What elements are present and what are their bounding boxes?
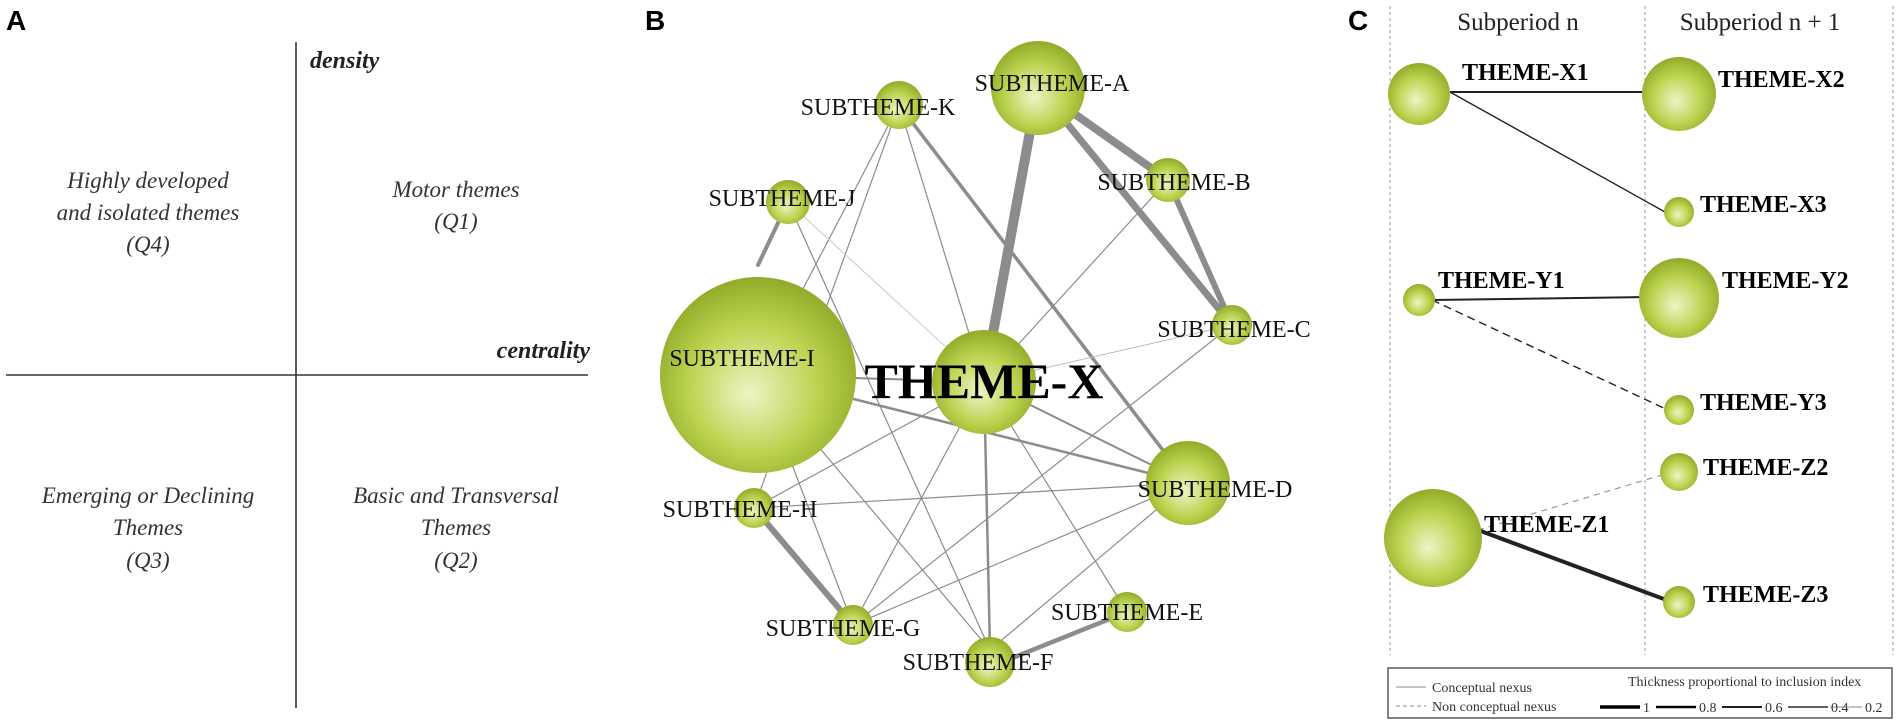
node-subtheme-b: [1146, 158, 1190, 202]
label-subtheme-g: SUBTHEME-G: [766, 616, 921, 642]
centrality-axis-label: centrality: [497, 338, 591, 364]
label-subtheme-k: SUBTHEME-K: [801, 95, 956, 121]
label-subtheme-e: SUBTHEME-E: [1051, 600, 1203, 626]
label-theme-x: THEME-X: [865, 353, 1104, 409]
label-subtheme-d: SUBTHEME-D: [1138, 477, 1293, 503]
node-subtheme-e: [1107, 592, 1147, 632]
legend-thickness-04-label: 0.4: [1831, 701, 1849, 716]
edge-y1-y2: [1431, 296, 1651, 301]
edge-k-d: [897, 103, 1190, 485]
edge-x1-x3: [1449, 91, 1666, 213]
edge-z1-z2: [1477, 471, 1673, 531]
evolution-edges: [1431, 91, 1673, 604]
edge-b-c: [1165, 177, 1235, 328]
quadrant-q2-line-1: Basic and Transversal: [353, 483, 559, 508]
legend-non-conceptual-label: Non conceptual nexus: [1432, 700, 1556, 715]
evolution-nodes: [1384, 57, 1719, 618]
quadrant-q4-line-3: (Q4): [126, 232, 169, 257]
label-subtheme-c: SUBTHEME-C: [1157, 317, 1310, 343]
panel-a: A density centrality Highly developed an…: [6, 5, 590, 708]
legend-thickness-02-label: 0.2: [1865, 701, 1883, 716]
edge-a-c: [1034, 84, 1236, 329]
network-labels: SUBTHEME-A SUBTHEME-K SUBTHEME-B SUBTHEM…: [663, 71, 1311, 676]
node-subtheme-f: [965, 637, 1015, 687]
node-theme-x3: [1664, 197, 1694, 227]
label-theme-y2: THEME-Y2: [1722, 268, 1849, 294]
node-subtheme-d: [1146, 441, 1230, 525]
label-theme-x1: THEME-X1: [1462, 60, 1589, 86]
label-theme-x3: THEME-X3: [1700, 192, 1827, 218]
label-theme-y1: THEME-Y1: [1438, 268, 1565, 294]
legend: Conceptual nexus Non conceptual nexus Th…: [1387, 667, 1893, 719]
quadrant-q4: Highly developed and isolated themes (Q4…: [57, 168, 240, 257]
legend-thickness-title: Thickness proportional to inclusion inde…: [1628, 675, 1861, 690]
node-theme-y2: [1639, 258, 1719, 338]
quadrant-q3-line-1: Emerging or Declining: [41, 483, 255, 508]
node-theme-z1: [1384, 489, 1482, 587]
quadrant-q2-line-3: (Q2): [434, 548, 477, 573]
subperiod-n1-header: Subperiod n + 1: [1680, 9, 1841, 36]
label-theme-z2: THEME-Z2: [1703, 455, 1828, 481]
node-subtheme-h: [734, 488, 774, 528]
panel-b-letter: B: [645, 5, 665, 36]
node-theme-x2: [1642, 57, 1716, 131]
legend-conceptual-label: Conceptual nexus: [1432, 681, 1532, 696]
label-subtheme-b: SUBTHEME-B: [1097, 170, 1250, 196]
subperiod-n-header: Subperiod n: [1457, 9, 1579, 36]
panel-c: C Subperiod n Subperiod n + 1 THEME-X: [1348, 5, 1894, 719]
panel-b: B: [645, 5, 1311, 687]
label-theme-z1: THEME-Z1: [1484, 512, 1609, 538]
quadrant-q2: Basic and Transversal Themes (Q2): [353, 483, 559, 573]
density-axis-label: density: [310, 48, 380, 74]
edge-h-g: [751, 505, 856, 628]
edge-d-f: [989, 482, 1189, 651]
edge-j-f: [787, 201, 991, 651]
quadrant-q3: Emerging or Declining Themes (Q3): [41, 483, 255, 573]
label-subtheme-h: SUBTHEME-H: [663, 497, 818, 523]
quadrant-q3-line-2: Themes: [113, 515, 183, 540]
quadrant-q1: Motor themes (Q1): [391, 177, 519, 234]
label-theme-y3: THEME-Y3: [1700, 390, 1827, 416]
label-theme-z3: THEME-Z3: [1703, 582, 1828, 608]
quadrant-q4-line-2: and isolated themes: [57, 200, 240, 225]
panel-c-letter: C: [1348, 5, 1368, 36]
edge-z1-z3: [1477, 528, 1673, 604]
label-subtheme-j: SUBTHEME-J: [709, 186, 856, 212]
node-theme-y3: [1664, 395, 1694, 425]
panel-a-letter: A: [6, 5, 26, 36]
edge-h-d: [753, 482, 1189, 509]
edge-f-e: [992, 609, 1130, 668]
quadrant-q1-line-1: Motor themes: [391, 177, 519, 202]
quadrant-q4-line-1: Highly developed: [66, 168, 229, 193]
label-subtheme-f: SUBTHEME-F: [903, 650, 1054, 676]
node-theme-x: [932, 330, 1036, 434]
legend-thickness-08-label: 0.8: [1699, 701, 1717, 716]
legend-thickness-06-label: 0.6: [1765, 701, 1783, 716]
label-theme-x2: THEME-X2: [1718, 67, 1845, 93]
quadrant-q1-line-2: (Q1): [434, 209, 477, 234]
node-subtheme-i: [660, 277, 856, 473]
quadrant-q2-line-2: Themes: [421, 515, 491, 540]
node-subtheme-k: [875, 81, 923, 129]
node-theme-y1: [1403, 284, 1435, 316]
evolution-labels: THEME-X1 THEME-X2 THEME-X3 THEME-Y1 THEM…: [1438, 60, 1849, 608]
legend-box: [1387, 667, 1893, 719]
edge-g-d: [852, 482, 1189, 626]
legend-thickness-1-label: 1: [1643, 701, 1650, 716]
label-subtheme-i: SUBTHEME-I: [669, 346, 814, 372]
node-subtheme-j: [766, 180, 810, 224]
quadrant-q3-line-3: (Q3): [126, 548, 169, 573]
node-theme-x1: [1388, 63, 1450, 125]
node-subtheme-c: [1212, 305, 1252, 345]
network-nodes: [660, 41, 1252, 687]
node-theme-z2: [1660, 453, 1698, 491]
node-subtheme-g: [833, 605, 873, 645]
node-theme-z3: [1663, 586, 1695, 618]
edge-y1-y3: [1431, 299, 1669, 411]
node-subtheme-a: [991, 41, 1085, 135]
label-subtheme-a: SUBTHEME-A: [975, 71, 1130, 97]
